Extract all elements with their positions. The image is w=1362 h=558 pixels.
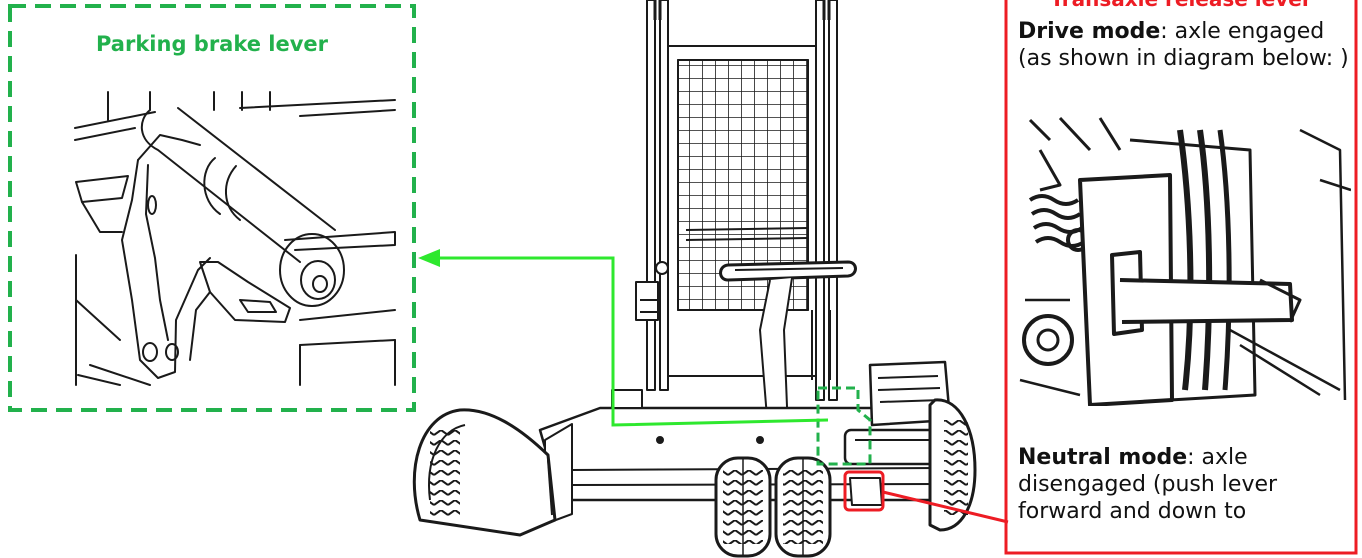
parking-brake-detail-drawing	[74, 91, 396, 386]
parking-brake-leader-line	[436, 256, 829, 427]
parking-brake-callout-box	[8, 4, 416, 412]
transaxle-callout-box	[1004, 0, 1358, 555]
neutral-mode-note: Neutral mode: axle disengaged (push leve…	[1018, 444, 1354, 525]
parking-brake-highlight	[816, 386, 872, 466]
transaxle-inset-drawing	[1018, 114, 1351, 406]
machine-drawing	[412, 0, 977, 558]
transaxle-leader-line	[882, 490, 1009, 524]
arrow-left-icon	[418, 249, 440, 267]
transaxle-lever-highlight	[843, 470, 885, 512]
drive-mode-label: Drive mode	[1018, 19, 1161, 44]
neutral-mode-label: Neutral mode	[1018, 445, 1188, 470]
parking-brake-title: Parking brake lever	[95, 32, 329, 56]
transaxle-heading: Transaxle release lever	[1006, 0, 1356, 11]
drive-mode-note: Drive mode: axle engaged (as shown in di…	[1018, 18, 1354, 72]
drive-mode-text: : axle engaged (as shown in diagram belo…	[1018, 19, 1349, 71]
neutral-mode-text: : axle disengaged (push lever forward an…	[1018, 445, 1278, 524]
